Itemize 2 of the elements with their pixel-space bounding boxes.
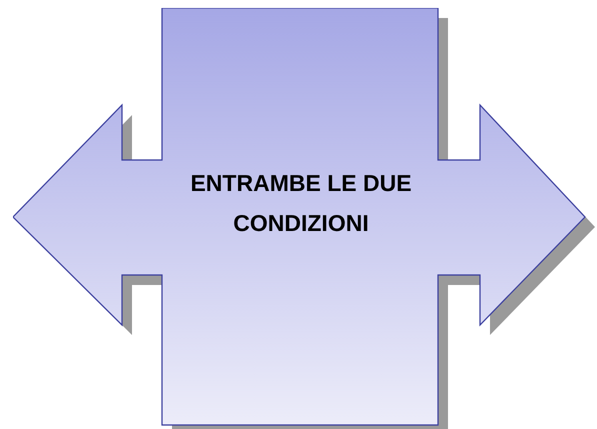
double-arrow-shape [13, 8, 597, 429]
shape-label: ENTRAMBE LE DUE CONDIZIONI [189, 169, 413, 238]
